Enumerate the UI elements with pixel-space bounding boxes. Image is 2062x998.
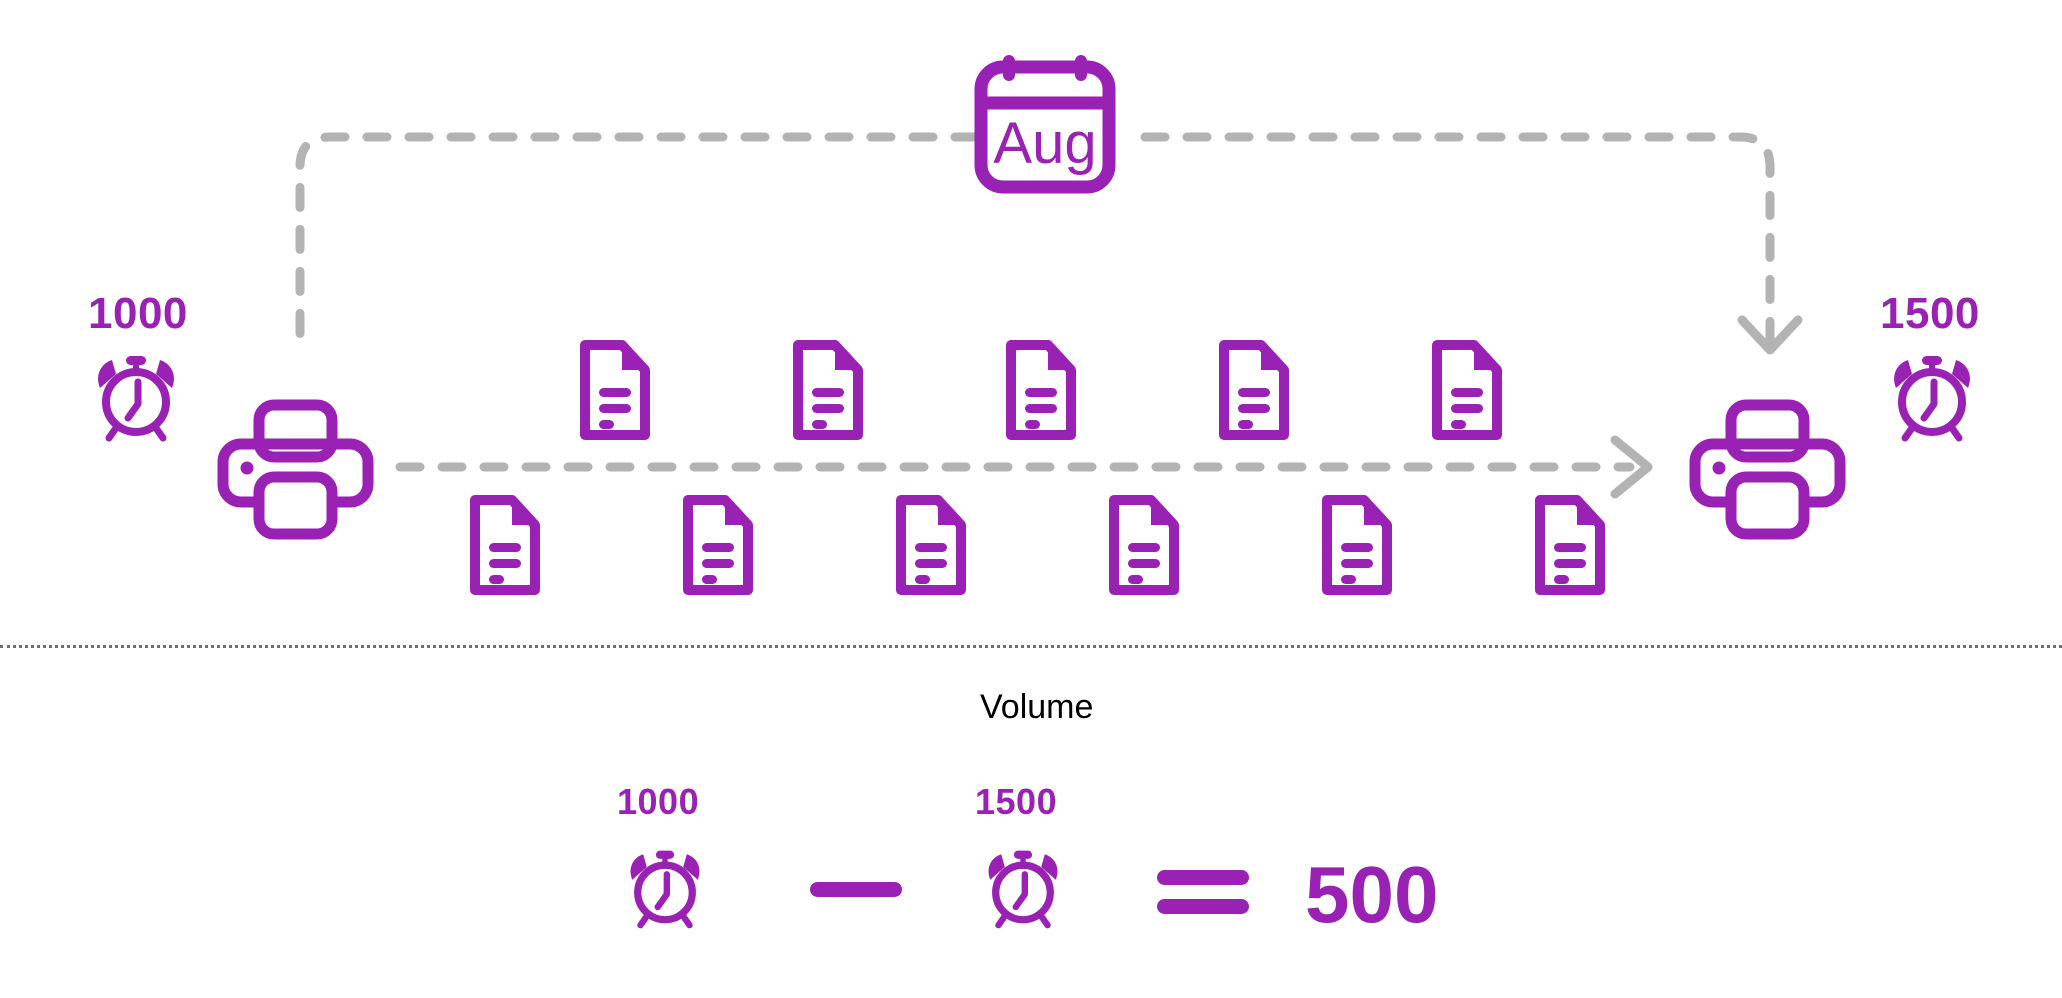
document-icon-bottom-item bbox=[1104, 495, 1182, 595]
document-icon-bottom-item bbox=[1317, 495, 1395, 595]
end-alarm-clock-icon bbox=[1888, 350, 1976, 442]
end-printer-icon bbox=[1689, 399, 1846, 540]
section-divider bbox=[0, 645, 2062, 648]
volume-caption: Volume bbox=[980, 688, 1094, 726]
right-dashed-connector bbox=[1140, 132, 1775, 345]
end-counter-value: 1500 bbox=[1880, 289, 1980, 338]
document-icon-bottom-item bbox=[1530, 495, 1608, 595]
document-icon-top-item bbox=[1001, 340, 1079, 440]
equation-right-value: 1500 bbox=[975, 781, 1058, 822]
equals-sign-icon bbox=[1157, 868, 1249, 916]
document-row-top bbox=[575, 340, 1640, 440]
minus-sign-icon bbox=[810, 880, 902, 900]
left-dashed-connector bbox=[295, 132, 980, 360]
start-counter-value: 1000 bbox=[88, 289, 188, 338]
equation-result: 500 bbox=[1305, 850, 1439, 939]
document-icon-top-item bbox=[788, 340, 866, 440]
document-icon-top-item bbox=[1214, 340, 1292, 440]
calendar-month-label: Aug bbox=[993, 111, 1096, 176]
start-alarm-clock-icon bbox=[92, 350, 180, 442]
document-icon-top-item bbox=[1427, 340, 1505, 440]
document-icon-bottom-item bbox=[465, 495, 543, 595]
document-icon-bottom-item bbox=[891, 495, 969, 595]
down-arrowhead-icon bbox=[1737, 315, 1803, 355]
equation-right-alarm-clock-icon bbox=[983, 845, 1063, 929]
document-row-bottom bbox=[465, 495, 1743, 595]
start-printer-icon bbox=[217, 399, 374, 540]
flow-connectors bbox=[295, 132, 1803, 499]
document-icon-top-item bbox=[575, 340, 653, 440]
equation-left-value: 1000 bbox=[617, 781, 700, 822]
right-arrowhead-icon bbox=[1610, 435, 1653, 499]
calendar-icon: Aug bbox=[974, 55, 1116, 200]
document-icon-bottom-item bbox=[678, 495, 756, 595]
equation-left-alarm-clock-icon bbox=[625, 845, 705, 929]
